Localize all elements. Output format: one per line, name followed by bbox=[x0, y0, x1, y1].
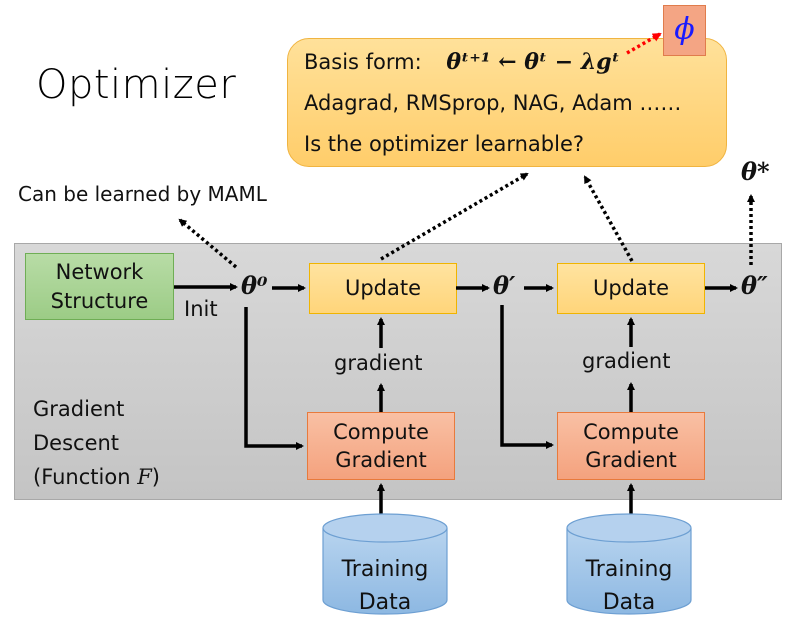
gradient-label-1: gradient bbox=[334, 351, 423, 375]
description-line-1: Gradient bbox=[33, 397, 125, 421]
gradient-label-2: gradient bbox=[582, 349, 671, 373]
dotted-arrow-update1-to-callout bbox=[380, 172, 529, 261]
init-label: Init bbox=[184, 297, 218, 321]
arrow-theta0-to-compute1 bbox=[244, 307, 304, 450]
network-structure-label: Network Structure bbox=[50, 260, 149, 313]
dotted-arrow-update2-to-callout bbox=[583, 175, 634, 262]
description-line-2: Descent bbox=[33, 431, 120, 455]
theta-double-prime: θ″ bbox=[741, 271, 768, 300]
maml-note: Can be learned by MAML bbox=[18, 182, 267, 206]
optimizer-callout: Basis form: θᵗ⁺¹ ← θᵗ − λgᵗ Adagrad, RMS… bbox=[287, 38, 727, 167]
network-structure-box: Network Structure bbox=[25, 253, 174, 320]
update-label-2: Update bbox=[592, 276, 670, 301]
basis-form-line: Basis form: θᵗ⁺¹ ← θᵗ − λgᵗ bbox=[304, 49, 620, 75]
theta-0: θ⁰ bbox=[241, 271, 268, 300]
compute-gradient-label-1: Compute Gradient bbox=[333, 419, 429, 472]
dotted-arrow-theta0-to-maml bbox=[178, 218, 238, 269]
phi-parameter-box: ϕ bbox=[663, 5, 706, 56]
slide-title: Optimizer bbox=[36, 62, 237, 108]
update-box-2: Update bbox=[557, 263, 705, 314]
basis-form-label: Basis form: bbox=[304, 50, 422, 74]
red-dotted-arrow-to-phi bbox=[626, 32, 662, 55]
compute-gradient-label-2: Compute Gradient bbox=[583, 419, 679, 472]
gradient-descent-description: Gradient Descent (Function F) bbox=[33, 392, 160, 494]
training-data-cylinder-2 bbox=[566, 513, 692, 615]
theta-star: θ* bbox=[741, 157, 770, 186]
description-line-3: (Function F) bbox=[33, 465, 160, 489]
training-data-cylinder-1 bbox=[322, 513, 448, 615]
theta-prime: θ′ bbox=[493, 271, 516, 300]
training-data-label-2: Training Data bbox=[585, 557, 673, 615]
arrow-thetaprime-to-compute2 bbox=[500, 305, 554, 449]
optimizer-list: Adagrad, RMSprop, NAG, Adam …… bbox=[304, 91, 682, 115]
compute-gradient-box-1: Compute Gradient bbox=[307, 412, 455, 480]
learnable-question: Is the optimizer learnable? bbox=[304, 132, 585, 156]
compute-gradient-box-2: Compute Gradient bbox=[557, 412, 705, 480]
update-formula: θᵗ⁺¹ ← θᵗ − λgᵗ bbox=[446, 49, 620, 75]
update-label-1: Update bbox=[344, 276, 422, 301]
training-data-label-1: Training Data bbox=[341, 557, 429, 615]
